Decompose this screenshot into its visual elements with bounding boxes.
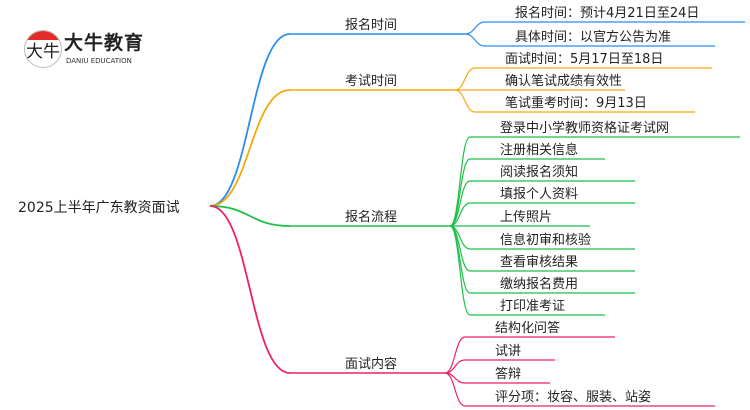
leaf-node: 笔试重考时间：9月13日 [505, 95, 647, 111]
leaf-node: 具体时间：以官方公告为准 [515, 29, 671, 45]
leaf-node: 登录中小学教师资格证考试网 [500, 120, 669, 136]
leaf-node: 阅读报名须知 [500, 164, 578, 180]
leaf-connector [449, 202, 471, 227]
branch-connector [209, 205, 291, 374]
logo-subtitle: DANIU EDUCATION [66, 57, 132, 65]
leaf-node: 查看审核结果 [500, 254, 578, 270]
logo-name: 大牛教育 [64, 32, 145, 54]
leaf-node: 报名时间：预计4月21日至24日 [515, 5, 699, 21]
leaf-node: 填报个人资料 [500, 187, 578, 202]
leaf-connector [444, 372, 466, 407]
leaf-node: 面试时间：5月17日至18日 [505, 52, 663, 67]
branch-node: 报名流程 [345, 209, 397, 225]
leaf-connector [464, 21, 486, 35]
root-node: 2025上半年广东教资面试 [18, 200, 180, 216]
branch-connector [209, 205, 291, 227]
leaf-connector [449, 136, 471, 227]
leaf-connector [444, 359, 466, 374]
leaf-node: 试讲 [495, 344, 521, 359]
branch-connector [209, 33, 291, 207]
logo-mark-text: 大牛 [26, 42, 60, 62]
leaf-connector [449, 225, 471, 316]
logo-red-cap [25, 31, 61, 40]
leaf-node: 答辩 [495, 366, 521, 382]
branch-node: 报名时间 [345, 17, 397, 33]
leaf-connector [464, 33, 486, 47]
leaf-connector [444, 336, 466, 374]
leaf-node: 缴纳报名费用 [500, 276, 578, 292]
leaf-node: 注册相关信息 [500, 142, 578, 158]
leaf-connector [454, 67, 476, 91]
leaf-node: 信息初审和核验 [500, 232, 591, 248]
leaf-node: 结构化问答 [495, 320, 560, 336]
leaf-node: 确认笔试成绩有效性 [505, 73, 622, 89]
branch-connector [209, 89, 291, 207]
leaf-connector [454, 89, 476, 113]
branch-node: 考试时间 [345, 74, 397, 89]
leaf-connector [449, 180, 471, 227]
leaf-node: 评分项：妆容、服装、站姿 [495, 389, 651, 405]
branch-node: 面试内容 [345, 356, 397, 372]
leaf-node: 上传照片 [500, 210, 552, 225]
leaf-node: 打印准考证 [500, 299, 565, 314]
logo-icon: 大牛 [24, 30, 62, 68]
